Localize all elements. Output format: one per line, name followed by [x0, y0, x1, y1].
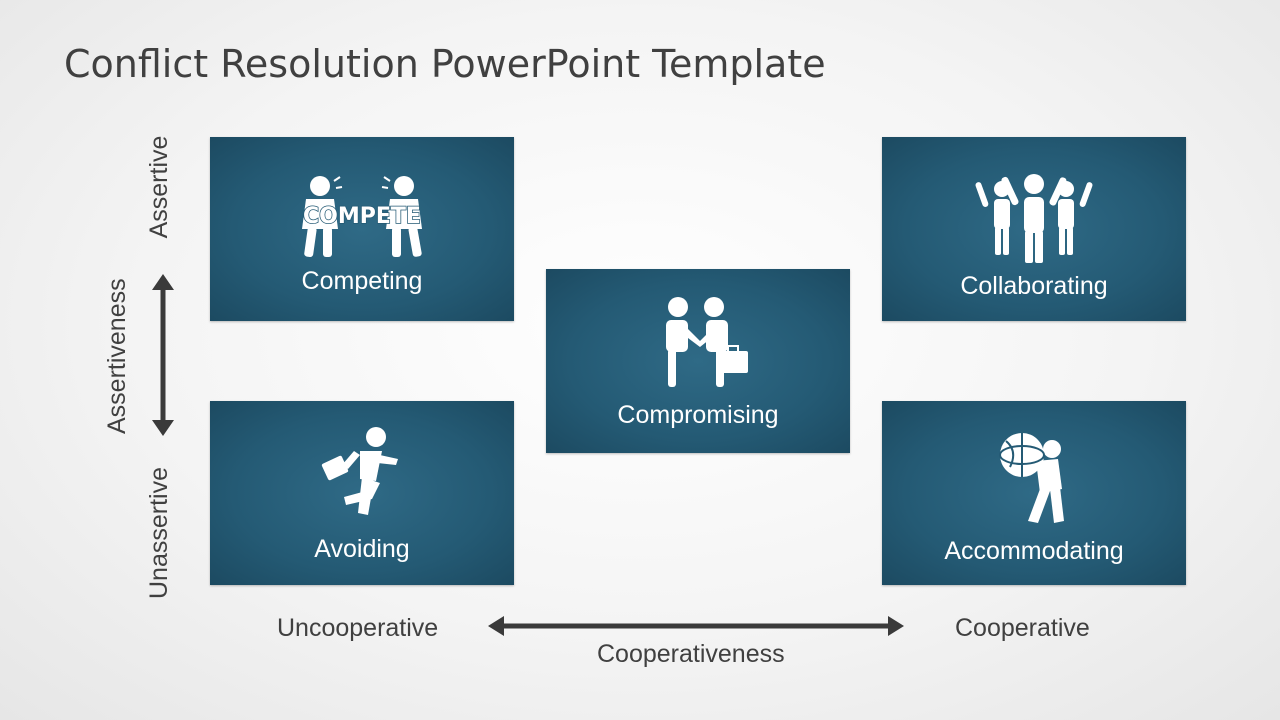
- team-cheer-icon: [975, 174, 1093, 263]
- box-label-compromising: Compromising: [617, 401, 779, 429]
- running-man-icon: [321, 427, 398, 515]
- box-avoiding: Avoiding: [210, 401, 514, 585]
- box-label-accommodating: Accommodating: [944, 537, 1124, 565]
- box-label-avoiding: Avoiding: [314, 535, 410, 563]
- box-label-competing: Competing: [301, 267, 423, 295]
- box-collaborating: Collaborating: [882, 137, 1186, 321]
- vertical-double-arrow: [152, 274, 174, 436]
- axis-label-assertive: Assertive: [145, 135, 173, 239]
- compete-icon-text: COMPETE: [303, 204, 421, 229]
- horizontal-double-arrow: [488, 616, 904, 636]
- slide-title: Conflict Resolution PowerPoint Template: [64, 42, 826, 86]
- compete-icon: COMPETE: [302, 176, 422, 258]
- axis-label-cooperativeness: Cooperativeness: [597, 640, 785, 668]
- axis-label-cooperative: Cooperative: [955, 614, 1090, 642]
- box-compromising: Compromising: [546, 269, 850, 453]
- axis-label-uncooperative: Uncooperative: [277, 614, 439, 642]
- axis-label-unassertive: Unassertive: [145, 467, 173, 599]
- box-accommodating: Accommodating: [882, 401, 1186, 585]
- box-label-collaborating: Collaborating: [960, 272, 1108, 300]
- handshake-icon: [666, 297, 748, 387]
- carrying-globe-icon: [999, 433, 1064, 523]
- axis-label-assertiveness: Assertiveness: [103, 278, 131, 434]
- box-competing: COMPETE Competing: [210, 137, 514, 321]
